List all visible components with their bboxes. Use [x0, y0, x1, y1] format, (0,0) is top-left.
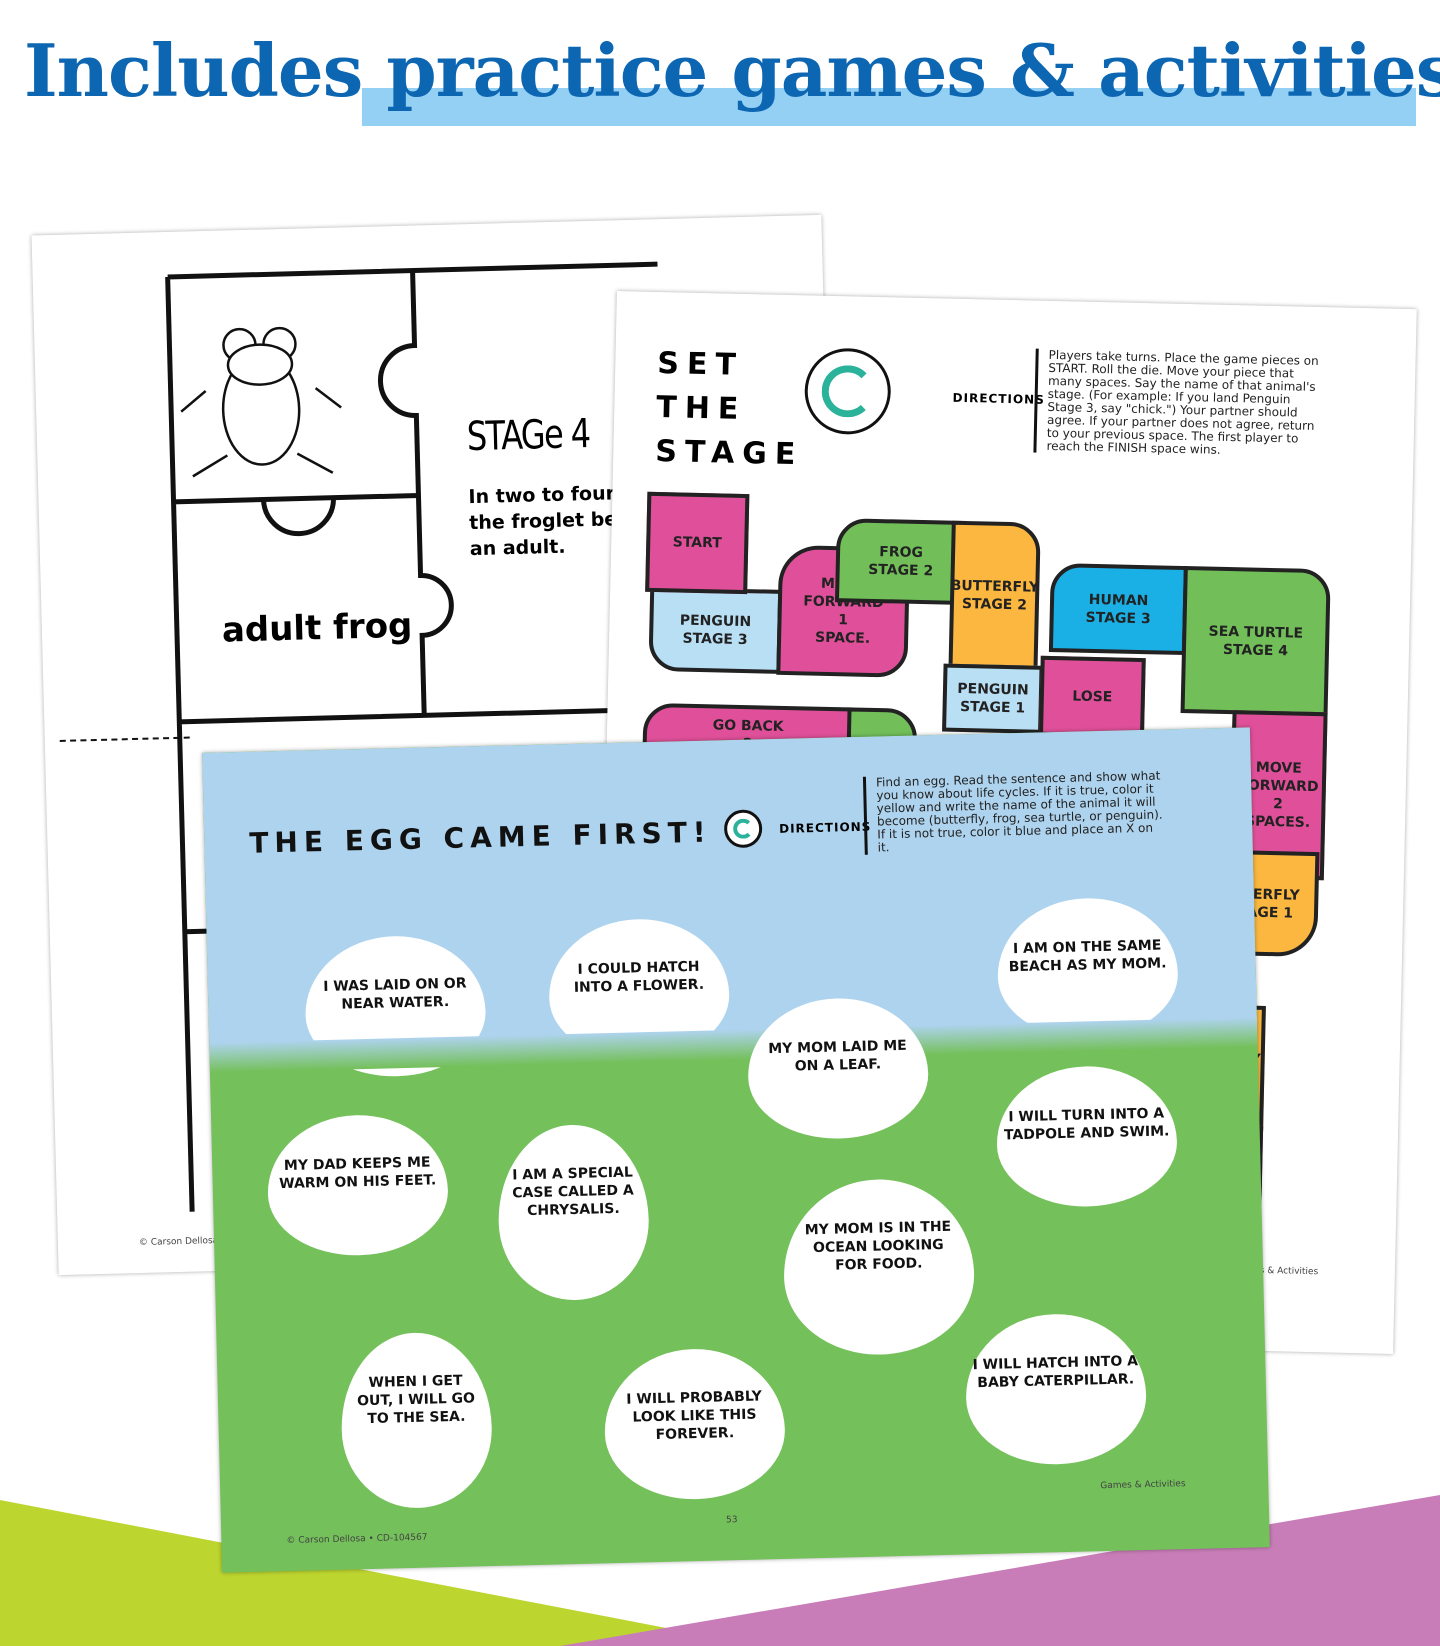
directions-text: Players take turns. Place the game piece…: [1033, 348, 1326, 460]
egg[interactable]: MY DAD KEEPS ME WARM ON HIS FEET.: [266, 1113, 450, 1258]
directions-label: DIRECTIONS: [952, 390, 1045, 407]
headline-highlight: [362, 88, 1416, 126]
headline: Includes practice games & activities: [24, 28, 1440, 113]
footer-section: Games & Activities: [1100, 1479, 1186, 1492]
cut-line: [59, 736, 190, 742]
cycle-icon: [803, 347, 892, 436]
stage-title: STAGe 4: [466, 410, 591, 461]
frog-icon: [180, 326, 342, 478]
headline-part2: practice games & activities: [386, 28, 1440, 113]
tile-human-3: HUMAN STAGE 3: [1048, 562, 1188, 656]
page-number: 53: [725, 1515, 738, 1526]
page-title: SET THE STAGE: [654, 345, 804, 473]
tile-start: START: [645, 491, 750, 595]
footer-copyright: © Carson Dellosa • CD-104567: [286, 1532, 428, 1547]
egg[interactable]: WHEN I GET OUT, I WILL GO TO THE SEA.: [339, 1331, 494, 1510]
tile-lose: LOSE: [1038, 655, 1146, 739]
directions-label: DIRECTIONS: [778, 819, 872, 836]
tile-frog-2: FROG STAGE 2: [834, 518, 967, 606]
puzzle-outline: [165, 261, 740, 1212]
tile-butterfly-2: BUTTERFLY STAGE 2: [948, 520, 1041, 670]
egg[interactable]: I WILL PROBABLY LOOK LIKE THIS FOREVER.: [602, 1346, 787, 1502]
tile-sea-turtle-4: SEA TURTLE STAGE 4: [1180, 565, 1331, 717]
egg[interactable]: MY MOM IS IN THE OCEAN LOOKING FOR FOOD.: [781, 1177, 977, 1357]
egg[interactable]: I WILL TURN INTO A TADPOLE AND SWIM.: [995, 1064, 1179, 1209]
tile-penguin-1: PENGUIN STAGE 1: [942, 663, 1044, 734]
directions-text: Find an egg. Read the sentence and show …: [862, 769, 1165, 855]
puzzle-page: STAGe 4 In two to four the froglet be an…: [31, 214, 849, 1276]
tile-penguin-3: PENGUIN STAGE 3: [648, 586, 783, 674]
piece-label: adult frog: [221, 605, 413, 651]
egg[interactable]: I WILL HATCH INTO A BABY CATERPILLAR.: [964, 1312, 1148, 1467]
stage-description: In two to four the froglet be an adult.: [468, 482, 618, 561]
headline-part1: Includes: [24, 28, 387, 113]
egg-activity-page: THE EGG CAME FIRST! DIRECTIONS Find an e…: [202, 727, 1270, 1573]
egg[interactable]: I AM A SPECIAL CASE CALLED A CHRYSALIS.: [496, 1123, 651, 1302]
